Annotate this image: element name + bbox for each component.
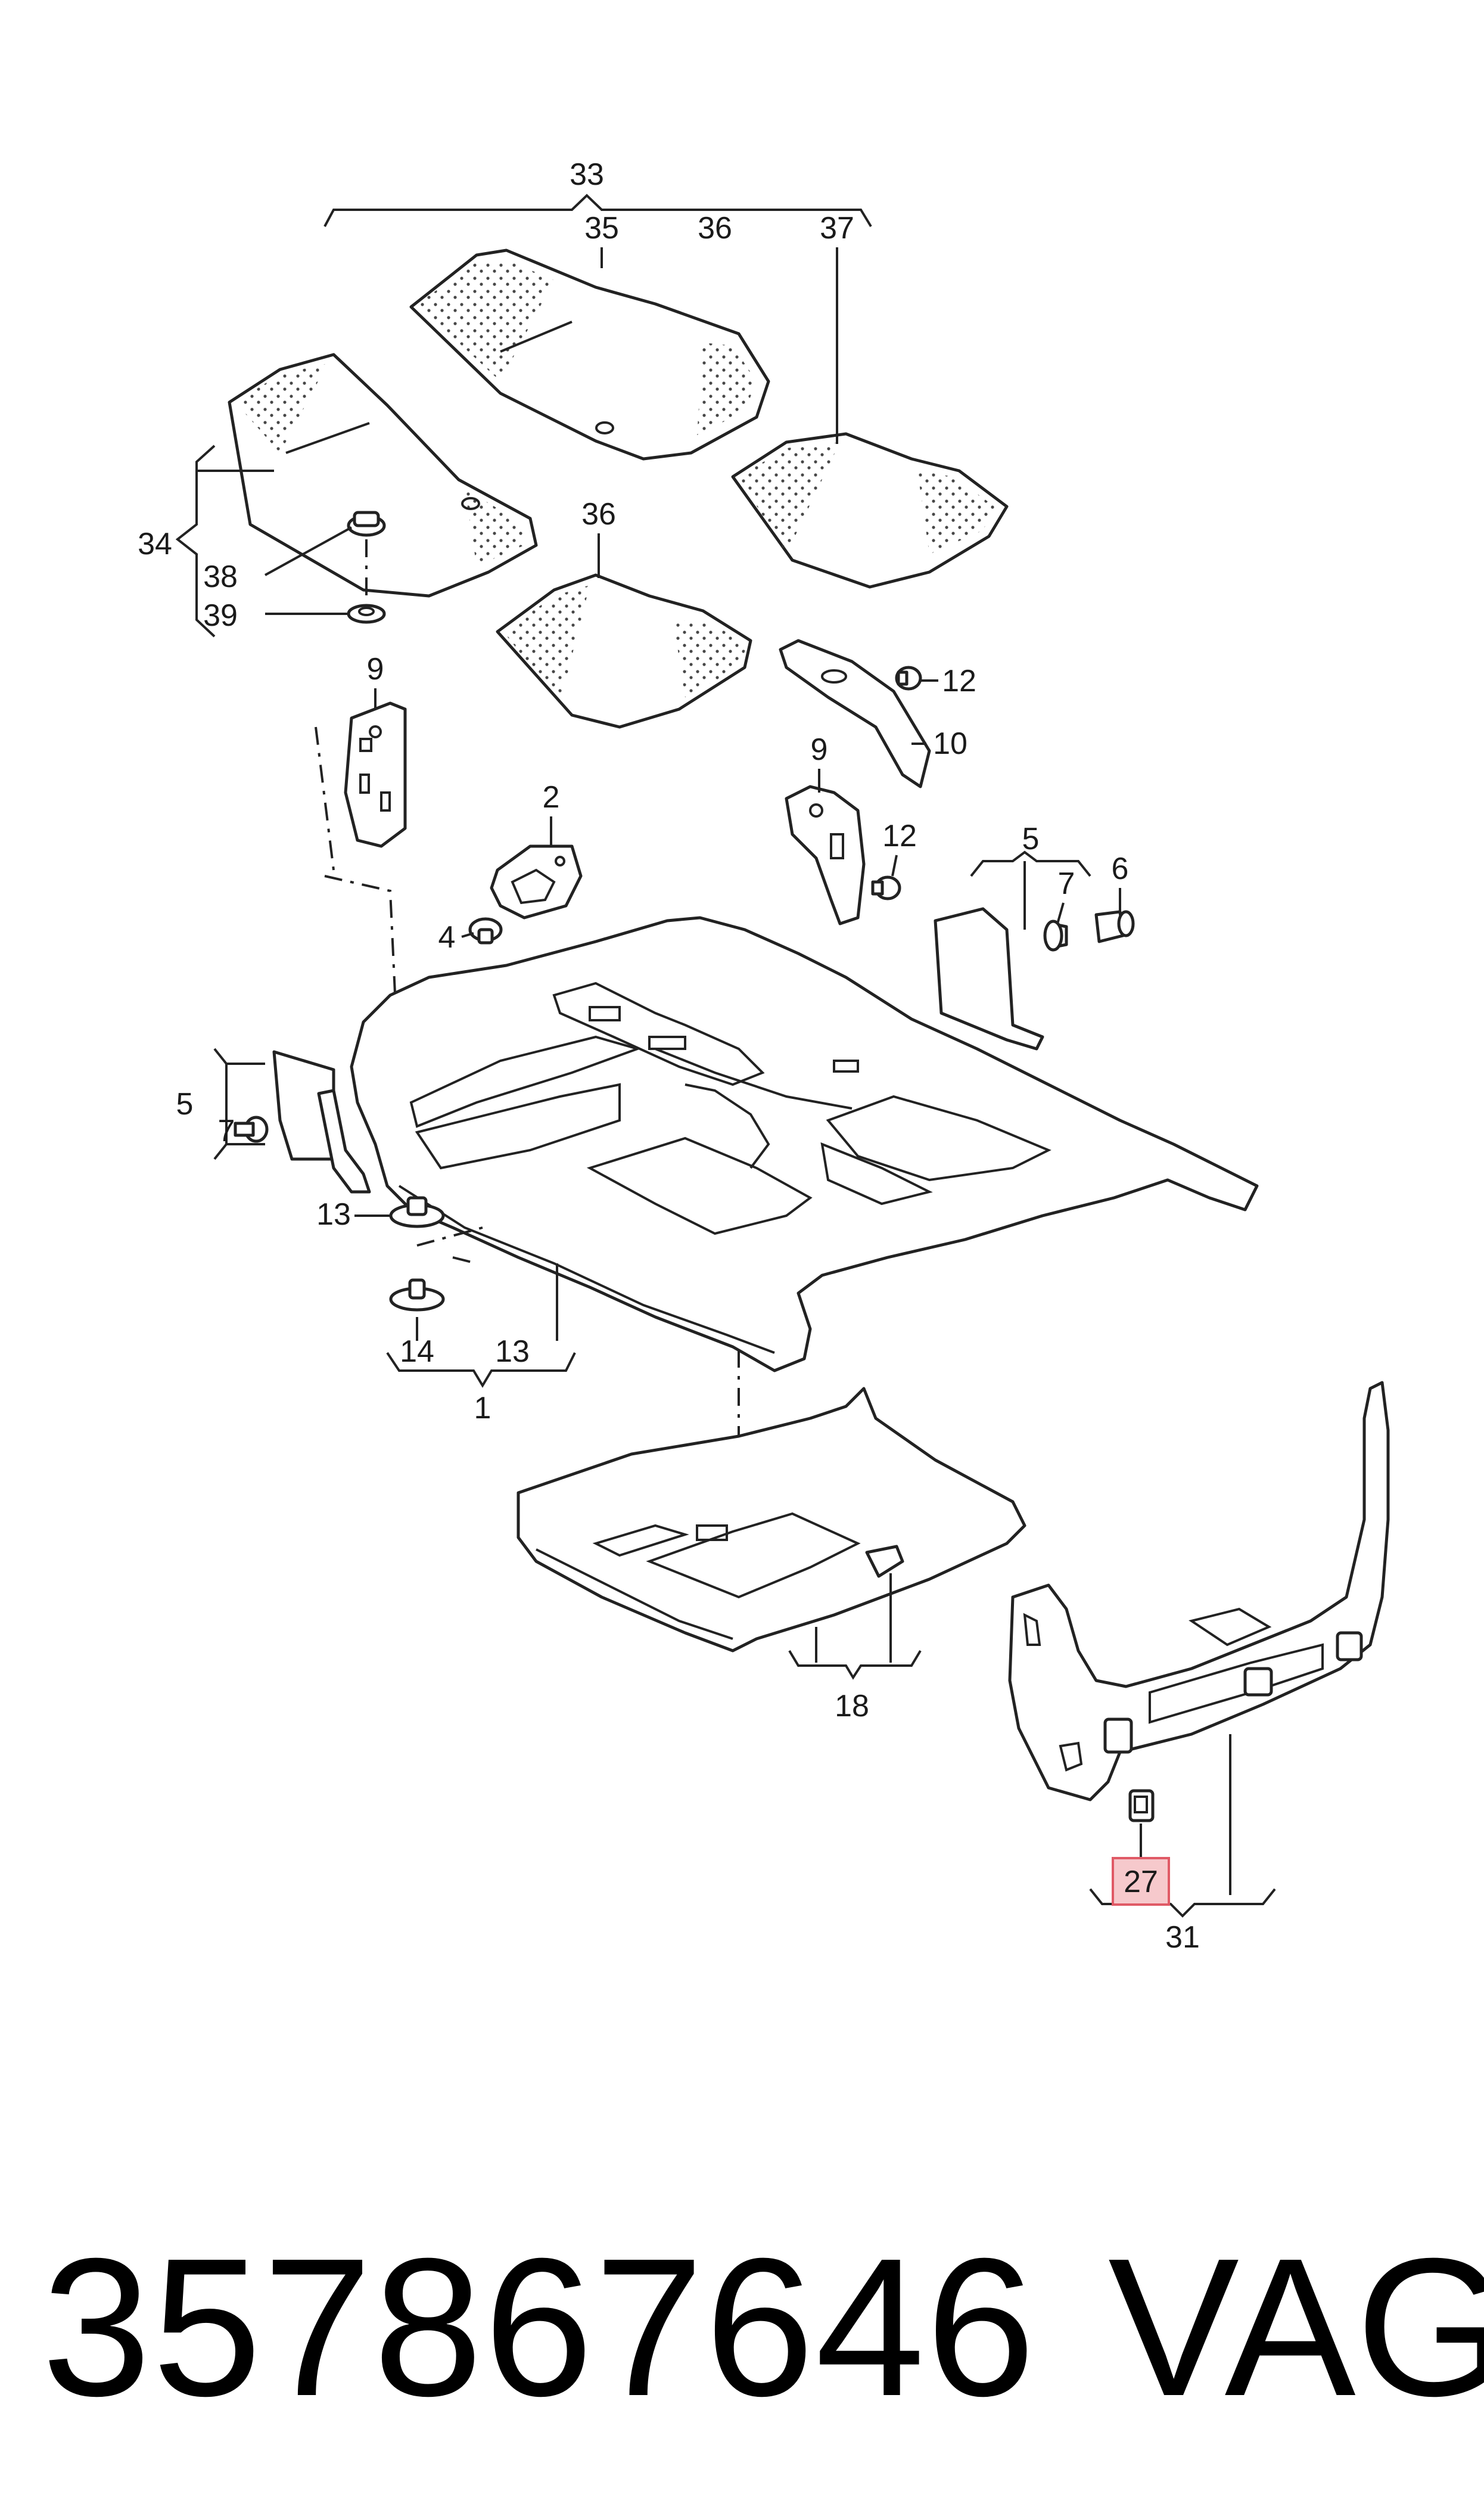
callout-38: 38 <box>203 560 238 594</box>
callout-9b: 9 <box>811 732 828 767</box>
callout-31: 31 <box>1165 1920 1200 1955</box>
rear-trim-31 <box>1008 1381 1390 1801</box>
clip-14 <box>389 1278 445 1312</box>
callout-27-highlight <box>1112 1857 1170 1906</box>
trim-10 <box>779 639 931 788</box>
callout-10: 10 <box>933 726 967 761</box>
callout-5b: 5 <box>1022 822 1040 856</box>
floor-carpet-1 <box>350 916 1259 1372</box>
callout-36b: 36 <box>581 497 616 532</box>
callout-1: 1 <box>474 1391 491 1425</box>
floor-mat-35 <box>409 249 770 461</box>
callout-37: 37 <box>820 211 854 246</box>
callout-7a: 7 <box>218 1114 235 1148</box>
clip-13 <box>389 1196 445 1228</box>
brand-label: VAG <box>1108 2217 1484 2437</box>
callout-9a: 9 <box>367 652 384 687</box>
boot-floor-18 <box>517 1387 1026 1653</box>
clip-7-right <box>1043 920 1068 952</box>
callout-27: 27 <box>1124 1865 1158 1899</box>
clip-27 <box>1128 1789 1155 1822</box>
callout-13b: 13 <box>495 1334 530 1369</box>
callout-35: 35 <box>584 211 619 246</box>
floor-mat-36 <box>496 573 752 729</box>
floor-mat-34 <box>228 353 538 598</box>
part-number: 357867646 <box>42 2217 1037 2437</box>
callout-34: 34 <box>138 527 172 561</box>
callout-5a: 5 <box>176 1087 194 1122</box>
clip-38 <box>347 511 386 537</box>
callout-7b: 7 <box>1058 866 1075 901</box>
callout-14: 14 <box>400 1334 434 1369</box>
callout-13a: 13 <box>316 1197 351 1232</box>
washer-39 <box>347 604 386 624</box>
callout-12a: 12 <box>942 664 976 698</box>
callout-39: 39 <box>203 598 238 633</box>
callout-18: 18 <box>835 1689 869 1723</box>
clip-6 <box>1094 910 1135 943</box>
floor-mat-37 <box>731 432 1009 589</box>
mat-bracket-33 <box>323 194 872 228</box>
bracket-2 <box>490 844 583 920</box>
bolt-12-mid <box>871 875 901 900</box>
callout-33: 33 <box>570 157 604 192</box>
trim-5-right <box>934 907 1044 1051</box>
clip-4 <box>468 917 503 945</box>
parts-diagram: 33 35 36 37 34 38 39 36 9 12 10 2 9 12 5… <box>138 157 1390 1955</box>
callout-2: 2 <box>543 780 560 815</box>
trim-5-left <box>272 1050 371 1194</box>
callout-6: 6 <box>1112 852 1129 886</box>
clip-7-left <box>234 1116 269 1143</box>
bolt-12-top <box>895 666 922 691</box>
hook-18 <box>865 1545 904 1578</box>
callout-4: 4 <box>438 920 456 955</box>
callout-36a: 36 <box>698 211 732 246</box>
trim-9-right <box>785 785 866 925</box>
callout-12b: 12 <box>882 819 917 853</box>
trim-9-left <box>344 701 407 848</box>
